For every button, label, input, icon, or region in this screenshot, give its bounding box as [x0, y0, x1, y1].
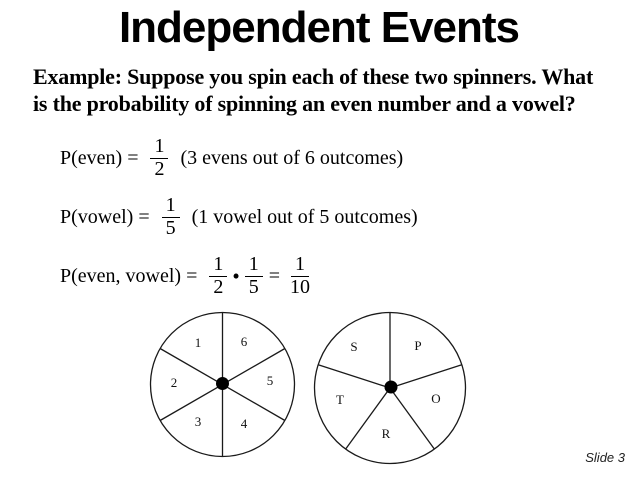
slide-number: Slide 3 [585, 450, 625, 465]
letter-spinner-graphic [313, 311, 467, 465]
formula-p-vowel: P(vowel) = 1 5 (1 vowel out of 5 outcome… [60, 191, 418, 243]
number-spinner: 1 2 3 4 5 6 [149, 311, 296, 458]
example-line-2: is the probability of spinning an even n… [33, 91, 576, 116]
sector-label: 1 [194, 335, 202, 350]
sector-label: 3 [194, 414, 202, 429]
spoke-line [389, 387, 435, 450]
number-spinner-graphic [149, 311, 296, 458]
sector-label: T [336, 392, 344, 407]
formula-lhs: P(even) = [60, 146, 139, 169]
fraction-one-tenth: 1 10 [286, 253, 314, 298]
letter-spinner: S P T R O [313, 311, 467, 465]
slide-title: Independent Events [118, 3, 520, 52]
example-line-1: Example: Suppose you spin each of these … [33, 64, 594, 89]
sector-label: 2 [170, 375, 178, 390]
fraction-one-half: 1 2 [209, 253, 228, 298]
fraction-numerator: 1 [244, 253, 263, 277]
example-paragraph: Example: Suppose you spin each of these … [33, 63, 613, 117]
fraction-denominator: 10 [290, 275, 310, 298]
spoke-line [389, 364, 463, 389]
fraction-numerator: 1 [161, 194, 180, 218]
sector-label: R [381, 426, 391, 441]
sector-label: S [350, 339, 358, 354]
spoke-line [345, 387, 391, 450]
fraction-one-half: 1 2 [150, 135, 169, 180]
sector-label: P [414, 338, 422, 353]
fraction-denominator: 5 [248, 275, 259, 298]
fraction-denominator: 2 [154, 157, 165, 180]
spinner-center-dot [384, 380, 398, 394]
formula-p-even-vowel: P(even, vowel) = 1 2 • 1 5 = 1 10 [60, 250, 314, 302]
sector-label: 4 [240, 416, 248, 431]
spinner-center-dot [216, 377, 229, 390]
fraction-denominator: 2 [213, 275, 224, 298]
formula-note: (1 vowel out of 5 outcomes) [191, 205, 418, 228]
fraction-numerator: 1 [291, 253, 309, 277]
fraction-one-fifth: 1 5 [161, 194, 180, 239]
fraction-numerator: 1 [150, 135, 169, 159]
sector-label: O [431, 391, 441, 406]
spoke-line [317, 364, 391, 389]
sector-label: 6 [240, 334, 248, 349]
fraction-numerator: 1 [209, 253, 228, 277]
formula-lhs: P(vowel) = [60, 205, 150, 228]
fraction-denominator: 5 [165, 216, 176, 239]
multiplication-dot: • [232, 263, 240, 288]
fraction-one-fifth: 1 5 [244, 253, 263, 298]
formula-lhs: P(even, vowel) = [60, 264, 198, 287]
formula-note: (3 evens out of 6 outcomes) [180, 146, 404, 169]
formula-p-even: P(even) = 1 2 (3 evens out of 6 outcomes… [60, 132, 403, 184]
sector-label: 5 [266, 373, 274, 388]
equals-sign: = [268, 264, 280, 287]
